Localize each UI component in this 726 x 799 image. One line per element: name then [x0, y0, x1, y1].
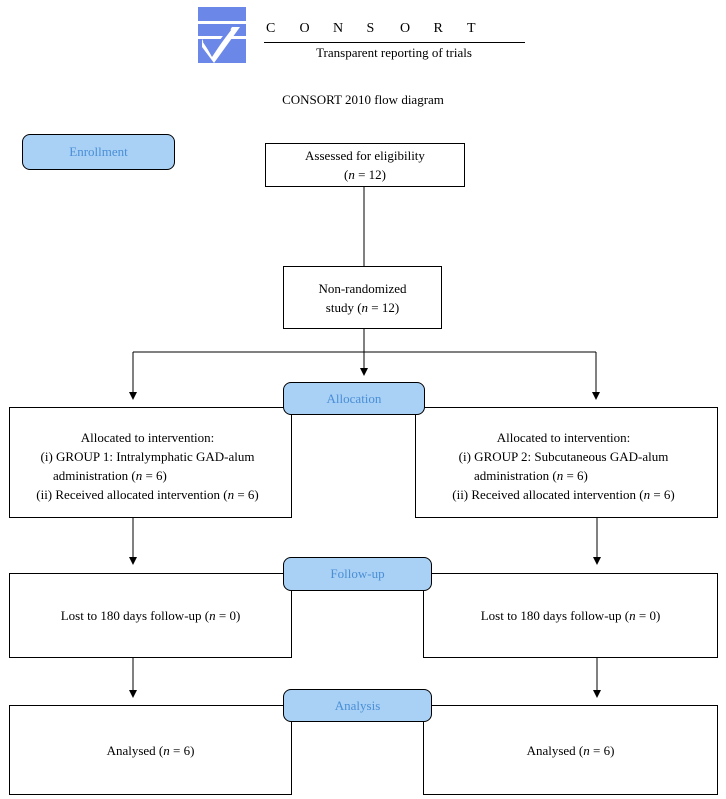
group2-item1: (i) GROUP 2: Subcutaneous GAD-alum: [458, 449, 669, 464]
analysis-right-label: Analysed (n = 6): [526, 742, 615, 758]
diagram-title: CONSORT 2010 flow diagram: [282, 92, 444, 107]
assessed-label: Assessed for eligibility: [305, 148, 425, 163]
consort-letter: O: [299, 21, 310, 36]
stage-allocation: Allocation: [283, 382, 425, 415]
group2-heading: Allocated to intervention:: [496, 430, 631, 445]
group1-item1: (i) GROUP 1: Intralymphatic GAD-alum: [40, 449, 255, 464]
analysis-left-box: Analysed (n = 6): [9, 705, 292, 795]
group1-item1-cont: administration (n = 6): [53, 468, 167, 483]
stage-followup-label: Follow-up: [330, 566, 385, 581]
followup-right-box: Lost to 180 days follow-up (n = 0): [423, 573, 718, 658]
stage-allocation-label: Allocation: [326, 390, 382, 406]
stage-enrollment: Enrollment: [22, 134, 175, 170]
nonrandomized-box: Non-randomized study (n = 12): [283, 266, 442, 329]
consort-letter: S: [366, 21, 375, 36]
assessed-count: (n = 12): [343, 167, 386, 182]
nonrandomized-count: study (n = 12): [325, 299, 400, 315]
assessed-box: Assessed for eligibility (n = 12): [265, 143, 465, 187]
group1-heading: Allocated to intervention:: [80, 430, 215, 445]
group2-allocation-box: Allocated to intervention: (i) GROUP 2: …: [415, 407, 718, 518]
group2-item1-cont: administration (n = 6): [474, 468, 588, 483]
consort-letter: O: [400, 21, 411, 36]
nonrandomized-label: Non-randomized: [318, 280, 407, 296]
analysis-left-label: Analysed (n = 6): [106, 742, 195, 758]
stage-followup: Follow-up: [283, 557, 432, 591]
stage-analysis-label: Analysis: [334, 697, 381, 713]
group1-allocation-box: Allocated to intervention: (i) GROUP 1: …: [9, 407, 292, 518]
stage-analysis: Analysis: [283, 689, 432, 722]
consort-letter: C: [266, 21, 276, 36]
consort-letter: R: [433, 21, 443, 36]
followup-right-label: Lost to 180 days follow-up (n = 0): [480, 608, 661, 623]
header-rule: [264, 42, 525, 43]
analysis-right-box: Analysed (n = 6): [423, 705, 718, 795]
followup-left-box: Lost to 180 days follow-up (n = 0): [9, 573, 292, 658]
consort-tagline: Transparent reporting of trials: [316, 45, 472, 60]
followup-left-label: Lost to 180 days follow-up (n = 0): [60, 608, 241, 623]
consort-letter: N: [333, 21, 344, 36]
consort-letter: T: [467, 21, 476, 36]
group1-item2: (ii) Received allocated intervention (n …: [36, 487, 259, 502]
group2-item2: (ii) Received allocated intervention (n …: [452, 487, 675, 502]
consort-logo: [198, 7, 246, 63]
stage-enrollment-label: Enrollment: [69, 144, 128, 159]
